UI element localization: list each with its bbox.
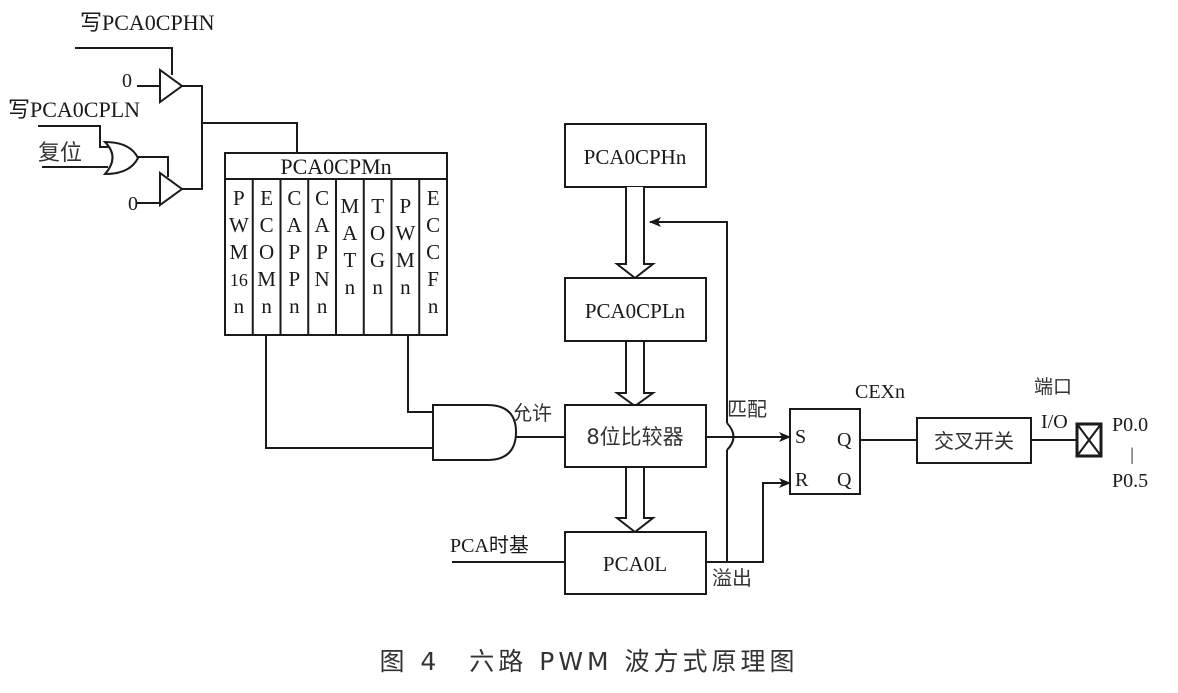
register-bit-char: N (315, 267, 330, 291)
register-bit-char: O (370, 221, 385, 245)
register-bit-char: M (341, 194, 360, 218)
register-bit-char: W (395, 221, 415, 245)
register-bit-char: W (229, 213, 249, 237)
register-bit-char: E (260, 186, 273, 210)
reset-label: 复位 (38, 141, 82, 166)
pca0l-block (564, 531, 707, 595)
register-title: PCA0CPMn (280, 154, 391, 179)
write-high-wire (75, 47, 173, 75)
and-gate (432, 404, 518, 461)
pwm-wire (407, 335, 433, 413)
register-bit-char: n (234, 294, 245, 318)
register-bit-char: F (427, 267, 439, 291)
flipflop-s-label: S (795, 426, 806, 448)
flipflop-qbar-label: Q (837, 469, 852, 491)
register-bit-char: P (233, 186, 245, 210)
register-bit-char: C (260, 213, 274, 237)
pca0l-label: PCA0L (603, 552, 667, 576)
register-bit-char: A (342, 221, 358, 245)
comparator-block (564, 404, 707, 468)
bus-arrow-cmp-pca0l (614, 467, 656, 534)
pca0cpln-block (564, 277, 707, 342)
register-bit-char: n (261, 294, 272, 318)
pca0cphn-label: PCA0CPHn (584, 145, 687, 169)
flipflop-r-label: R (795, 469, 809, 491)
register-write-bus (202, 122, 298, 153)
pin-range-separator: | (1130, 444, 1134, 464)
register-bit-char: n (289, 294, 300, 318)
register-bit-char: P (400, 194, 412, 218)
overflow-to-reset-wire (727, 478, 791, 563)
register-bit-char: O (259, 240, 274, 264)
register-bit-char: n (400, 275, 411, 299)
pin-last-label: P0.5 (1112, 470, 1148, 492)
write-low-label: 写PCA0CPLN (8, 97, 140, 122)
enable-label: 允许 (512, 401, 552, 425)
register-bit-char: C (287, 186, 301, 210)
register-bit-char: P (289, 240, 301, 264)
buffer-output-bus (182, 85, 203, 190)
overflow-label: 溢出 (712, 566, 752, 590)
register-bit-char: 16 (230, 270, 248, 290)
port-label: 端口 (1034, 376, 1072, 398)
bus-arrow-cph-cpl (614, 187, 656, 280)
register-bit-char: C (315, 186, 329, 210)
register-bit-char: A (287, 213, 303, 237)
register-bit-char: P (316, 240, 328, 264)
or-gate (102, 140, 140, 176)
pin-first-label: P0.0 (1112, 414, 1148, 436)
register-bit-char: T (343, 248, 356, 272)
register-bit-char: n (428, 294, 439, 318)
register-bit-char: n (317, 294, 328, 318)
register-bit-char: G (370, 248, 385, 272)
flipflop-q-label: Q (837, 429, 852, 451)
ecom-wire (265, 335, 433, 449)
sr-flipflop (789, 408, 861, 495)
register-bit-char: C (426, 240, 440, 264)
match-label: 匹配 (727, 397, 767, 421)
pca0cpln-label: PCA0CPLn (585, 299, 686, 323)
tristate-buffer-bottom (159, 171, 184, 207)
figure-caption: 图 4 六路 PWM 波方式原理图 (379, 647, 798, 676)
zero-input-bottom: 0 (128, 193, 138, 215)
bus-arrow-cpl-cmp (613, 341, 657, 408)
write-high-label: 写PCA0CPHN (80, 10, 215, 35)
port-pin-cross-b (1076, 423, 1102, 457)
register-bit-char: M (257, 267, 276, 291)
overflow-feedback-wire (706, 450, 728, 563)
register-bit-char: M (396, 248, 415, 272)
pca0cphn-block (564, 123, 707, 188)
write-low-wire (38, 125, 108, 148)
register-bit-char: n (372, 275, 383, 299)
register-bit-char: M (230, 240, 249, 264)
zero-input-top: 0 (122, 70, 132, 92)
register-bit-char: A (315, 213, 331, 237)
register-bit-char: P (289, 267, 301, 291)
timebase-label: PCA时基 (450, 534, 529, 557)
register-bit-char: C (426, 213, 440, 237)
overflow-to-cph-wire (649, 217, 728, 423)
or-output-wire (138, 156, 169, 177)
comparator-label: 8位比较器 (586, 425, 683, 449)
register-bit-char: E (427, 186, 440, 210)
crossbar-label: 交叉开关 (934, 429, 1014, 453)
register-bit-char: n (345, 275, 356, 299)
register-bit-char: T (371, 194, 384, 218)
io-label: I/O (1041, 411, 1068, 433)
cexn-label: CEXn (855, 381, 905, 403)
